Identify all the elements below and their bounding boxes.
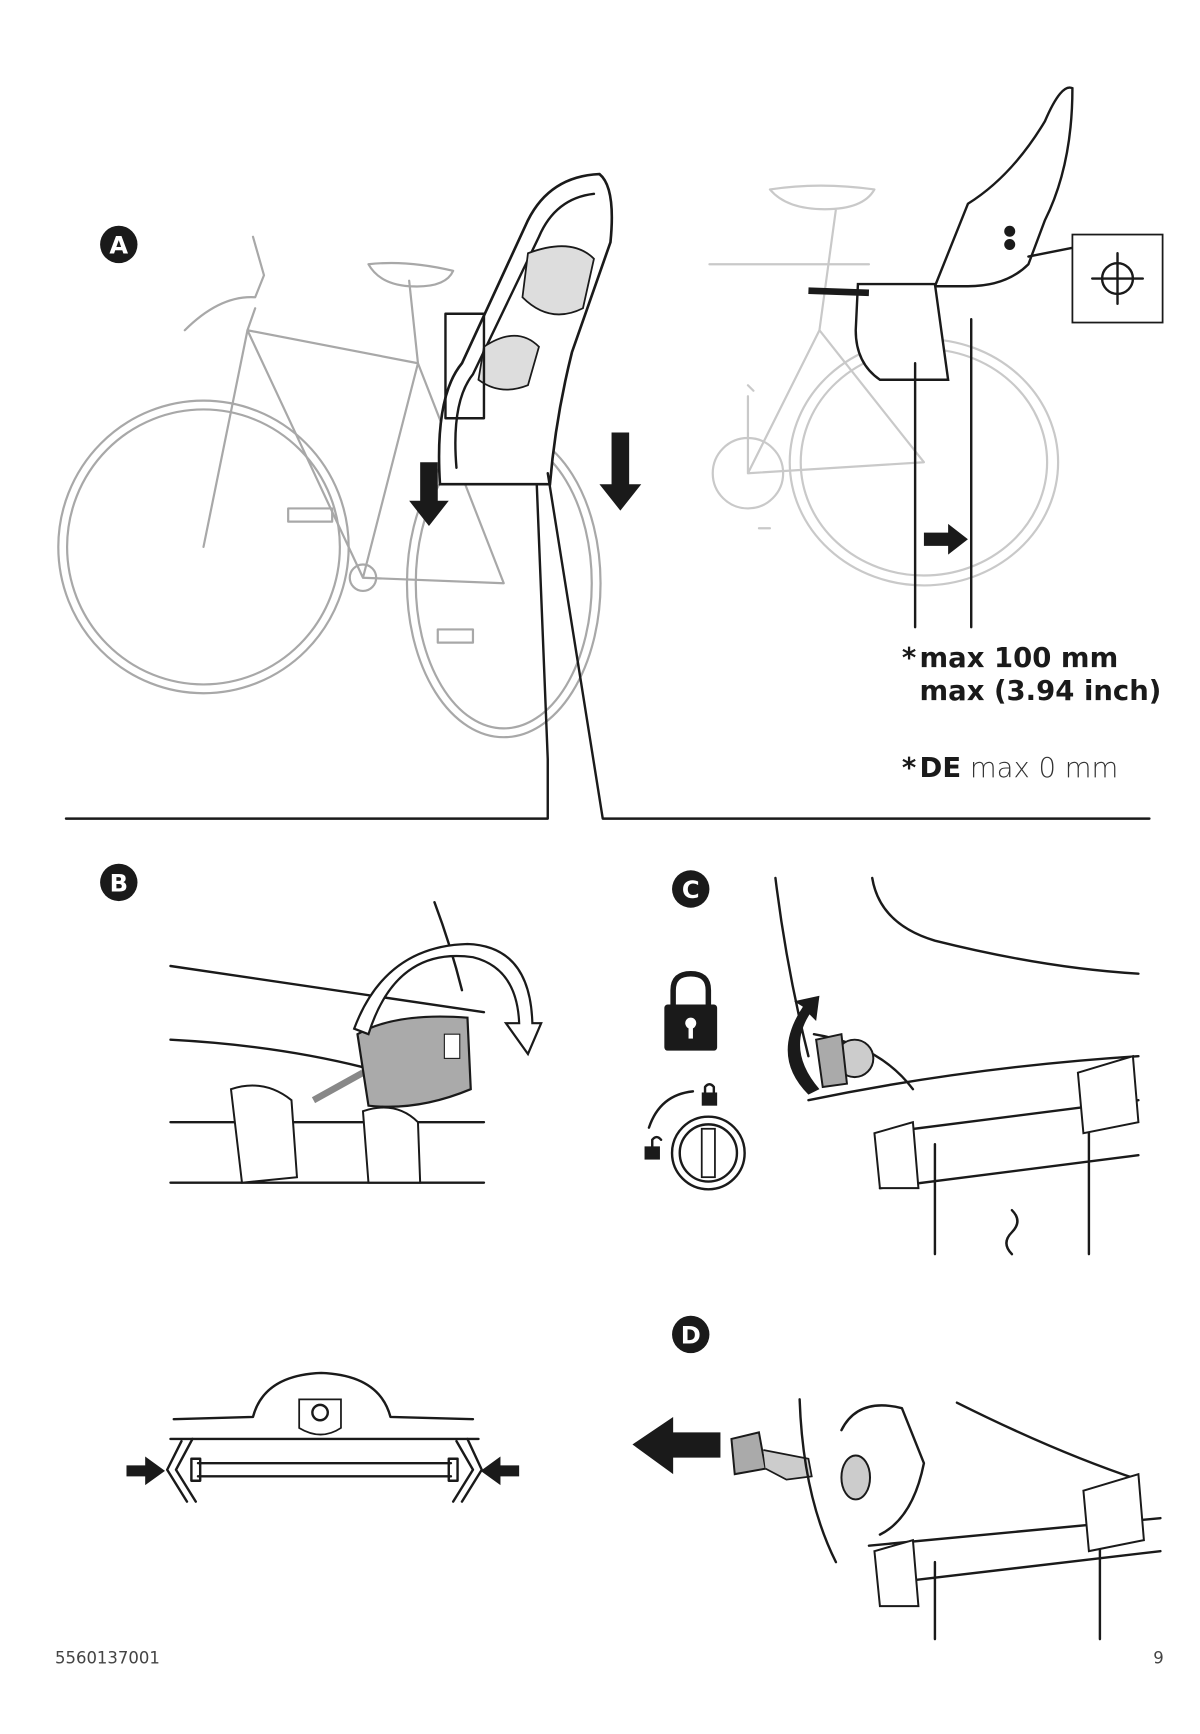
arrow-left-icon	[480, 1456, 520, 1486]
crosshair-icon	[1090, 252, 1145, 306]
arrow-left-large-icon	[632, 1416, 721, 1475]
child-seat-side-illustration	[808, 86, 1074, 381]
step-letter: A	[109, 232, 128, 260]
spec-de-value: max 0 mm	[970, 752, 1118, 784]
rack-clamp-illustration	[169, 900, 486, 1184]
step-letter: D	[681, 1322, 701, 1350]
alignment-detail-box	[1027, 233, 1164, 324]
arrow-down-icon	[599, 432, 642, 511]
step-label-d: D	[672, 1315, 710, 1354]
divider-line	[64, 472, 1151, 820]
page-number: 9	[1153, 1648, 1164, 1667]
seat-lock-removed-illustration	[798, 1398, 1162, 1641]
step-label-b: B	[100, 863, 138, 902]
document-number: 5560137001	[55, 1648, 160, 1667]
key-icon	[730, 1431, 813, 1481]
padlock-locked-icon	[664, 970, 718, 1051]
asterisk: *	[902, 642, 916, 674]
child-seat-illustration	[437, 172, 614, 486]
turn-arrow-icon	[787, 995, 820, 1095]
step-label-c: C	[672, 870, 710, 908]
lock-position-diagram	[644, 1083, 746, 1191]
step-letter: B	[110, 869, 128, 897]
small-lock-open-icon	[644, 1135, 663, 1160]
step-label-a: A	[100, 225, 138, 264]
arrow-down-icon	[409, 462, 449, 527]
small-lock-closed-icon	[701, 1083, 718, 1106]
step-letter: C	[682, 876, 700, 904]
asterisk: *	[902, 752, 916, 784]
spec-max-inch: max (3.94 inch)	[920, 675, 1162, 707]
key-lock-illustration	[774, 876, 1140, 1256]
spec-max-mm: max 100 mm	[920, 642, 1119, 674]
arrow-right-icon	[126, 1456, 165, 1486]
dimension-lines	[913, 318, 973, 629]
rack-width-diagram	[165, 1371, 483, 1503]
rotate-arrow-icon	[352, 942, 543, 1057]
spec-de-label: DE	[920, 752, 962, 784]
arrow-right-icon	[923, 523, 968, 555]
